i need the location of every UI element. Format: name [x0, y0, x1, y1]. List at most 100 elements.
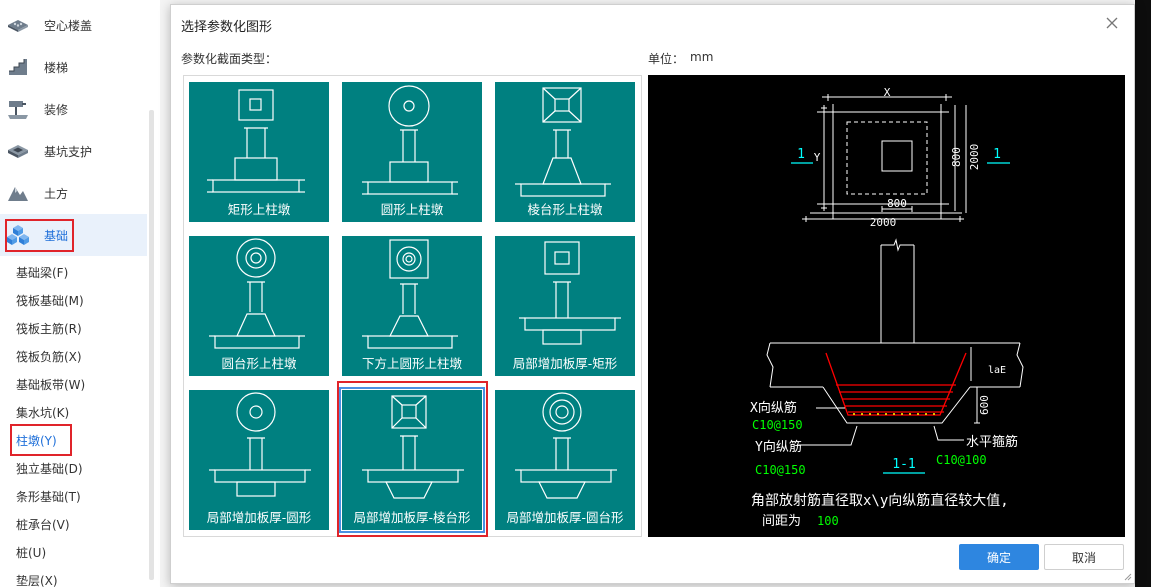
sidebar-category-label: 基坑支护	[44, 145, 93, 159]
sidebar-category-label: 土方	[44, 187, 69, 201]
ok-button[interactable]: 确定	[959, 544, 1039, 570]
round-top-pier-icon	[362, 85, 458, 195]
sidebar-sub-item[interactable]: 垫层(X)	[16, 574, 58, 587]
shape-option-local-thicken-rect[interactable]: 局部增加板厚-矩形	[490, 230, 643, 384]
stirrup-label: 水平箍筋	[966, 434, 1018, 450]
drawing-canvas-edge	[1135, 0, 1151, 587]
stirrup-value: C10@100	[936, 453, 987, 467]
shape-label: 棱台形上柱墩	[527, 202, 603, 217]
shape-option-round-top-pier[interactable]: 圆形上柱墩	[337, 76, 490, 230]
y-rebar-value: C10@150	[755, 463, 806, 477]
sidebar-category-hollow-slab[interactable]: 空心楼盖	[0, 4, 147, 46]
y-rebar-label: Y向纵筋	[755, 439, 802, 455]
sidebar-sub-item[interactable]: 筏板负筋(X)	[16, 350, 82, 364]
shape-label: 局部增加板厚-圆台形	[506, 510, 624, 525]
select-parametric-shape-dialog: 选择参数化图形 参数化截面类型： 单位： mm 矩形上柱墩	[170, 4, 1135, 584]
shape-grid: 矩形上柱墩 圆形上柱墩	[183, 75, 642, 537]
rebar-dots	[853, 413, 935, 415]
sidebar-category-earthwork[interactable]: 土方	[0, 172, 147, 214]
x-rebar-value: C10@150	[752, 418, 803, 432]
hollow-slab-icon	[8, 20, 28, 32]
sidebar-sub-item[interactable]: 筏板基础(M)	[16, 294, 84, 308]
shape-label: 矩形上柱墩	[227, 202, 291, 217]
pit-support-icon	[8, 145, 28, 158]
section-type-label: 参数化截面类型：	[181, 52, 278, 66]
shape-preview: X Y 800 2000 800 2000 1 1	[648, 75, 1125, 537]
frustum-top-pier-icon	[515, 87, 611, 197]
sidebar: 空心楼盖 楼梯 装修 基坑支护 土方 基础 基础梁(F) 筏板基础(M) 筏	[0, 0, 147, 587]
inner-width-label: 800	[887, 197, 907, 210]
foundation-icon	[7, 225, 29, 245]
sidebar-category-stairs[interactable]: 楼梯	[0, 46, 147, 88]
sidebar-sub-item[interactable]: 基础梁(F)	[16, 266, 69, 280]
sidebar-category-foundation[interactable]: 基础	[0, 214, 147, 256]
dim-x-label: X	[884, 86, 891, 99]
local-thicken-frustum-icon	[362, 395, 464, 499]
lae-label: laE	[988, 365, 1006, 376]
sidebar-category-decoration[interactable]: 装修	[0, 88, 147, 130]
sidebar-scrollbar[interactable]	[149, 110, 154, 580]
inner-height-label: 800	[950, 147, 963, 167]
cancel-button[interactable]: 取消	[1044, 544, 1124, 570]
unit-value: mm	[690, 50, 714, 64]
shape-thumbnail: 棱台形上柱墩	[495, 82, 635, 222]
shape-option-square-bottom-round-top-pier[interactable]: 下方上圆形上柱墩	[337, 230, 490, 384]
sidebar-sub-item-column-pier[interactable]: 柱墩(Y)	[16, 434, 57, 448]
sidebar-category-pit-support[interactable]: 基坑支护	[0, 130, 147, 172]
note-line-2-value: 100	[817, 514, 839, 528]
outer-width-label: 2000	[870, 216, 897, 229]
local-thicken-round-icon	[209, 392, 311, 497]
round-frustum-top-pier-icon	[209, 238, 305, 349]
close-icon[interactable]	[1102, 13, 1122, 33]
sidebar-category-label: 装修	[44, 103, 69, 117]
shape-label: 局部增加板厚-棱台形	[353, 510, 471, 525]
shape-thumbnail: 局部增加板厚-圆台形	[495, 390, 635, 530]
sidebar-sub-item[interactable]: 集水坑(K)	[16, 406, 70, 420]
shape-label: 圆台形上柱墩	[221, 356, 297, 371]
shape-option-local-thicken-frustum[interactable]: 局部增加板厚-棱台形	[337, 384, 490, 538]
sidebar-sub-item[interactable]: 基础板带(W)	[16, 378, 86, 392]
note-line-1: 角部放射筋直径取x\y向纵筋直径较大值,	[751, 492, 1009, 509]
shape-option-frustum-top-pier[interactable]: 棱台形上柱墩	[490, 76, 643, 230]
sidebar-category-label: 空心楼盖	[44, 19, 93, 33]
sidebar-sub-item[interactable]: 桩(U)	[16, 546, 47, 560]
section-mark-left: 1	[797, 147, 805, 162]
unit-label: 单位：	[648, 52, 685, 66]
shape-label: 圆形上柱墩	[380, 202, 444, 217]
shape-thumbnail: 局部增加板厚-矩形	[495, 236, 635, 376]
earthwork-icon	[8, 187, 28, 201]
shape-option-local-thicken-round-frustum[interactable]: 局部增加板厚-圆台形	[490, 384, 643, 538]
shape-thumbnail: 下方上圆形上柱墩	[342, 236, 482, 376]
square-bottom-round-top-pier-icon	[362, 239, 458, 349]
shape-option-round-frustum-top-pier[interactable]: 圆台形上柱墩	[184, 230, 337, 384]
depth-label: 600	[978, 395, 991, 415]
section-mark-right: 1	[993, 147, 1001, 162]
section-title: 1-1	[892, 457, 915, 472]
shape-thumbnail: 局部增加板厚-圆形	[189, 390, 329, 530]
stairs-icon	[9, 59, 27, 75]
shape-thumbnail: 圆形上柱墩	[342, 82, 482, 222]
shape-option-rect-top-pier[interactable]: 矩形上柱墩	[184, 76, 337, 230]
sidebar-category-label: 基础	[44, 229, 69, 243]
rect-top-pier-icon	[207, 89, 305, 193]
dialog-title: 选择参数化图形	[181, 20, 273, 35]
shape-thumbnail: 矩形上柱墩	[189, 82, 329, 222]
shape-label: 下方上圆形上柱墩	[361, 356, 462, 371]
sidebar-sub-item[interactable]: 条形基础(T)	[16, 490, 81, 504]
shape-label: 局部增加板厚-圆形	[206, 510, 312, 525]
resize-grip-icon[interactable]	[1124, 573, 1132, 581]
shape-thumbnail: 圆台形上柱墩	[189, 236, 329, 376]
shape-label: 局部增加板厚-矩形	[512, 356, 618, 371]
outer-height-label: 2000	[968, 144, 981, 171]
sidebar-sub-item[interactable]: 筏板主筋(R)	[16, 322, 82, 336]
dim-y-label: Y	[814, 151, 821, 164]
shape-option-local-thicken-round[interactable]: 局部增加板厚-圆形	[184, 384, 337, 538]
note-line-2-prefix: 间距为	[762, 514, 801, 529]
sidebar-sub-item[interactable]: 桩承台(V)	[16, 518, 70, 532]
x-rebar-label: X向纵筋	[750, 400, 797, 416]
local-thicken-rect-icon	[519, 241, 621, 345]
sidebar-category-label: 楼梯	[44, 61, 69, 75]
sidebar-sub-item[interactable]: 独立基础(D)	[16, 462, 83, 476]
preview-drawing: X Y 800 2000 800 2000 1 1	[750, 86, 1024, 529]
local-thicken-round-frustum-icon	[515, 392, 617, 499]
